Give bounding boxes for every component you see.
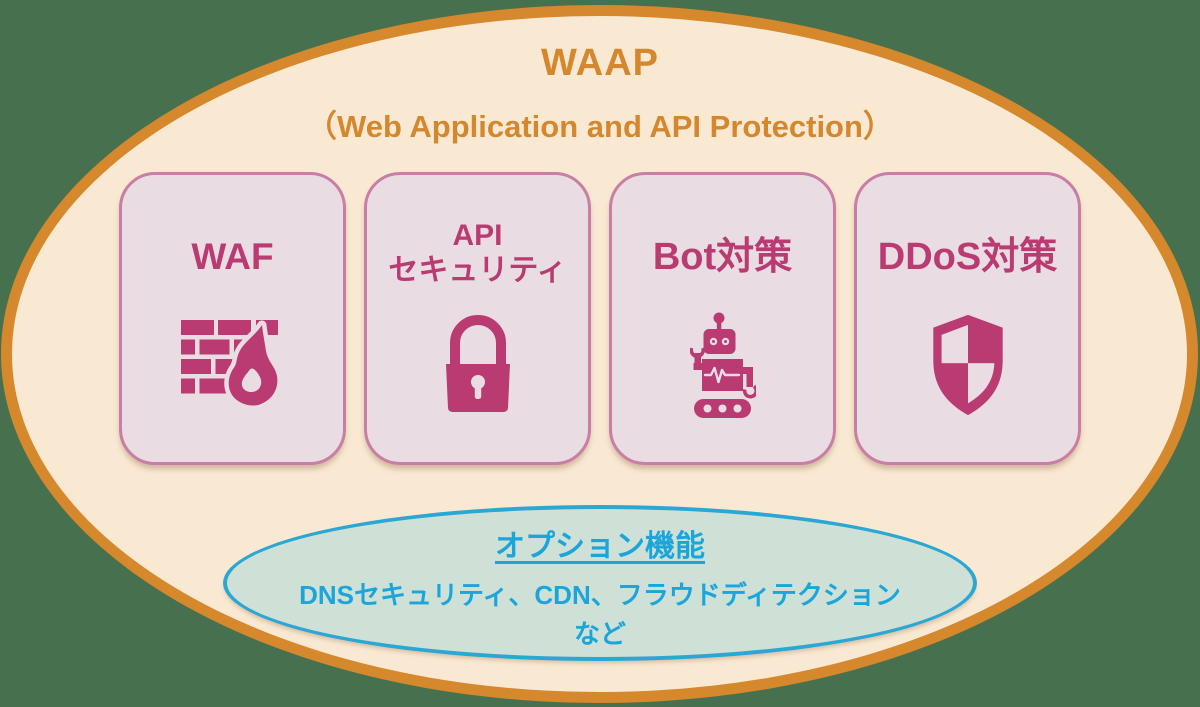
card-label-line: API bbox=[452, 219, 503, 253]
feature-card-api-security: API セキュリティ bbox=[364, 172, 591, 465]
card-label: Bot対策 bbox=[653, 219, 792, 295]
waap-title: WAAP bbox=[541, 42, 659, 84]
card-label: DDoS対策 bbox=[878, 219, 1057, 295]
option-bubble: オプション機能 DNSセキュリティ、CDN、フラウドディテクション など bbox=[223, 505, 977, 661]
option-title: オプション機能 bbox=[495, 530, 705, 563]
waap-subtitle: （Web Application and API Protection） bbox=[306, 109, 894, 144]
card-label-line: DDoS対策 bbox=[877, 235, 1058, 278]
firewall-icon bbox=[180, 307, 286, 423]
feature-card-ddos: DDoS対策 bbox=[854, 172, 1081, 465]
card-label-line: セキュリティ bbox=[388, 254, 567, 287]
shield-icon bbox=[922, 307, 1014, 423]
feature-card-bot: Bot対策 bbox=[609, 172, 836, 465]
card-label: WAF bbox=[191, 219, 273, 295]
robot-icon bbox=[689, 307, 756, 423]
card-label-line: WAF bbox=[191, 235, 274, 277]
card-label: API セキュリティ bbox=[388, 213, 566, 295]
feature-cards-row: WAF API セキュリティ bbox=[0, 172, 1200, 465]
feature-card-waf: WAF bbox=[119, 172, 346, 465]
option-items: DNSセキュリティ、CDN、フラウドディテクション bbox=[299, 580, 901, 610]
card-label-line: Bot対策 bbox=[652, 235, 793, 278]
lock-icon bbox=[442, 307, 514, 423]
option-suffix: など bbox=[573, 619, 626, 649]
